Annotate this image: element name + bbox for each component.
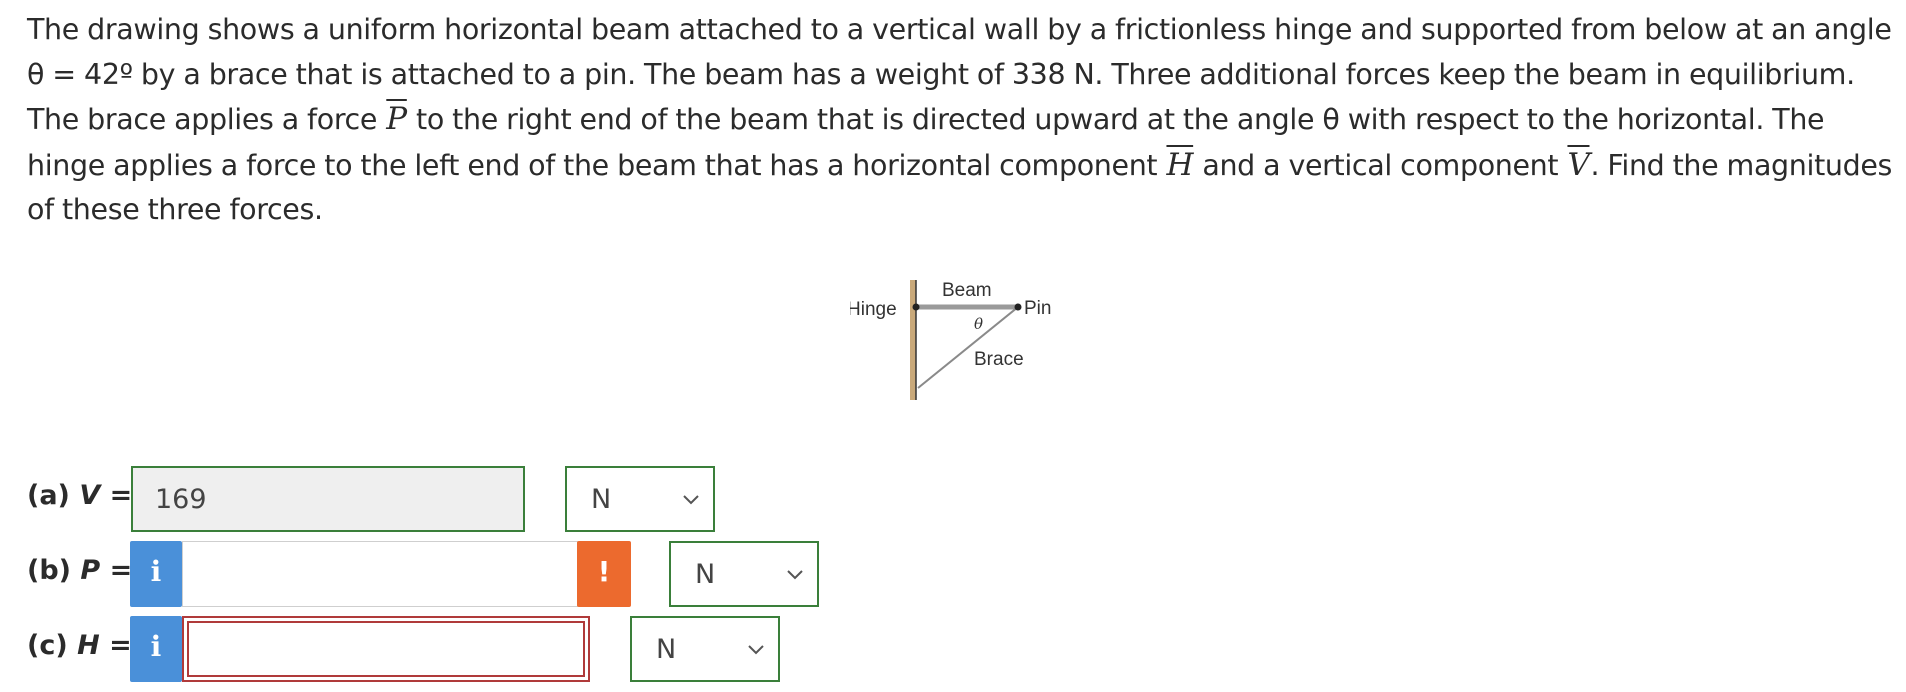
unit-select-b[interactable]: N: [669, 541, 819, 607]
theta-label: θ: [974, 315, 983, 333]
warning-button-b[interactable]: !: [577, 541, 631, 607]
answer-v-value: 169: [155, 484, 207, 515]
force-p-symbol: P: [386, 101, 407, 137]
answer-h-inner: [187, 621, 585, 677]
brace-label: Brace: [974, 349, 1024, 370]
label-b: (b) P =: [27, 555, 133, 586]
unit-value-a: N: [591, 484, 612, 515]
pin-dot: [1014, 303, 1022, 311]
force-v-symbol: V: [1567, 146, 1590, 183]
unit-select-c[interactable]: N: [630, 616, 780, 682]
beam-diagram: Hinge Beam Pin θ Brace: [850, 280, 1051, 400]
chevron-down-icon: [787, 570, 803, 580]
beam-label: Beam: [942, 280, 992, 301]
answer-h-field[interactable]: [182, 616, 590, 682]
chevron-down-icon: [683, 495, 699, 505]
unit-select-a[interactable]: N: [565, 466, 715, 532]
info-icon: i: [150, 555, 162, 588]
info-button-c[interactable]: i: [130, 616, 182, 682]
unit-value-b: N: [695, 559, 716, 590]
label-a: (a) V =: [27, 480, 133, 511]
answer-p-field[interactable]: [182, 541, 578, 607]
unit-value-c: N: [656, 634, 677, 665]
brace: [917, 306, 1019, 389]
force-h-symbol: H: [1166, 146, 1194, 183]
info-button-b[interactable]: i: [130, 541, 182, 607]
chevron-down-icon: [748, 645, 764, 655]
info-icon: i: [150, 630, 162, 663]
wall: [910, 280, 916, 400]
answer-v-field[interactable]: 169: [131, 466, 525, 532]
theta-symbol: θ = 42º: [27, 57, 133, 91]
hinge-dot: [912, 303, 920, 311]
label-c: (c) H =: [27, 630, 132, 661]
pin-label: Pin: [1024, 298, 1051, 319]
problem-statement: The drawing shows a uniform horizontal b…: [27, 13, 1893, 226]
hinge-label: Hinge: [850, 299, 897, 320]
warning-icon: !: [597, 555, 611, 588]
